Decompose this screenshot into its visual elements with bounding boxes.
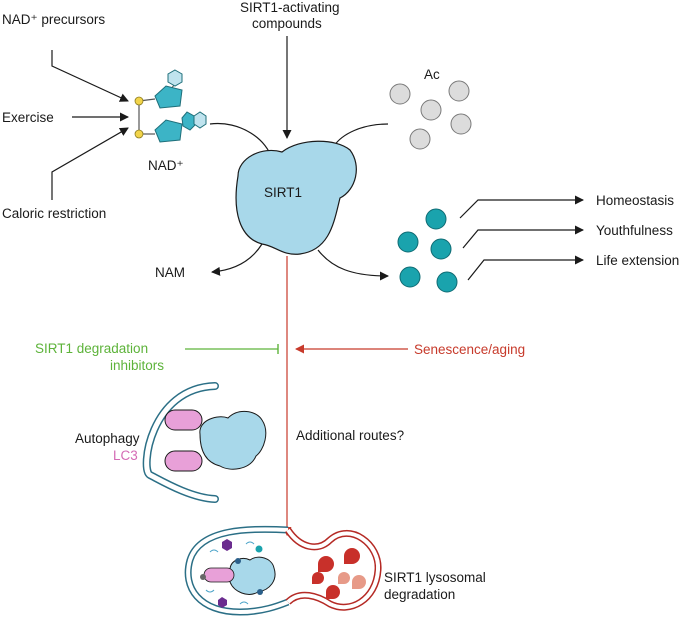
- lc3-protein: [203, 567, 235, 583]
- nam-label: NAM: [155, 265, 185, 280]
- degradation-inhibitors-label-2: inhibitors: [110, 358, 164, 373]
- lc3-label: LC3: [113, 448, 138, 463]
- ac-label: Ac: [424, 67, 440, 82]
- nad-label: NAD⁺: [148, 158, 184, 173]
- sirt1-label: SIRT1: [264, 185, 302, 200]
- degradation-inhibitors-label-1: SIRT1 degradation: [35, 341, 148, 356]
- caloric-restriction-label: Caloric restriction: [2, 206, 106, 221]
- senescence-aging-label: Senescence/aging: [414, 342, 525, 357]
- autophagy-label: Autophagy: [75, 431, 140, 446]
- additional-routes-label: Additional routes?: [296, 428, 404, 443]
- lc3-protein: [164, 409, 203, 431]
- lysosomal-enzymes: [312, 548, 366, 599]
- sirt1-cargo-icon: [199, 411, 267, 470]
- lysosomal-label-2: degradation: [384, 587, 455, 602]
- autophagosome-membrane: [142, 382, 219, 503]
- arrow-icon: [211, 243, 263, 276]
- activating-compounds-label-1: SIRT1-activating: [240, 0, 340, 15]
- arrow-icon: [51, 127, 129, 200]
- nad-precursors-label: NAD⁺ precursors: [2, 12, 105, 27]
- arrow-icon: [459, 195, 584, 219]
- activating-compounds-label-2: compounds: [252, 16, 322, 31]
- nad-molecule-icon: [134, 69, 207, 143]
- lc3-protein: [164, 450, 203, 472]
- acetyl-dot-icon: [389, 80, 472, 150]
- arrow-icon: [317, 249, 389, 281]
- arrow-icon: [462, 225, 584, 249]
- exercise-label: Exercise: [2, 110, 54, 125]
- arrow-icon: [51, 50, 129, 102]
- sirt1-cargo-icon: [229, 556, 276, 595]
- outcome-homeostasis: Homeostasis: [596, 193, 674, 208]
- degradation-debris: [200, 539, 263, 608]
- autolysosome: [184, 525, 382, 616]
- lysosomal-label-1: SIRT1 lysosomal: [384, 570, 486, 585]
- outcome-life-extension: Life extension: [596, 253, 679, 268]
- arrow-icon: [467, 255, 584, 281]
- outcome-youthfulness: Youthfulness: [596, 223, 673, 238]
- acetyl-arc: [333, 123, 389, 147]
- deacetylated-dot-icon: [397, 208, 458, 293]
